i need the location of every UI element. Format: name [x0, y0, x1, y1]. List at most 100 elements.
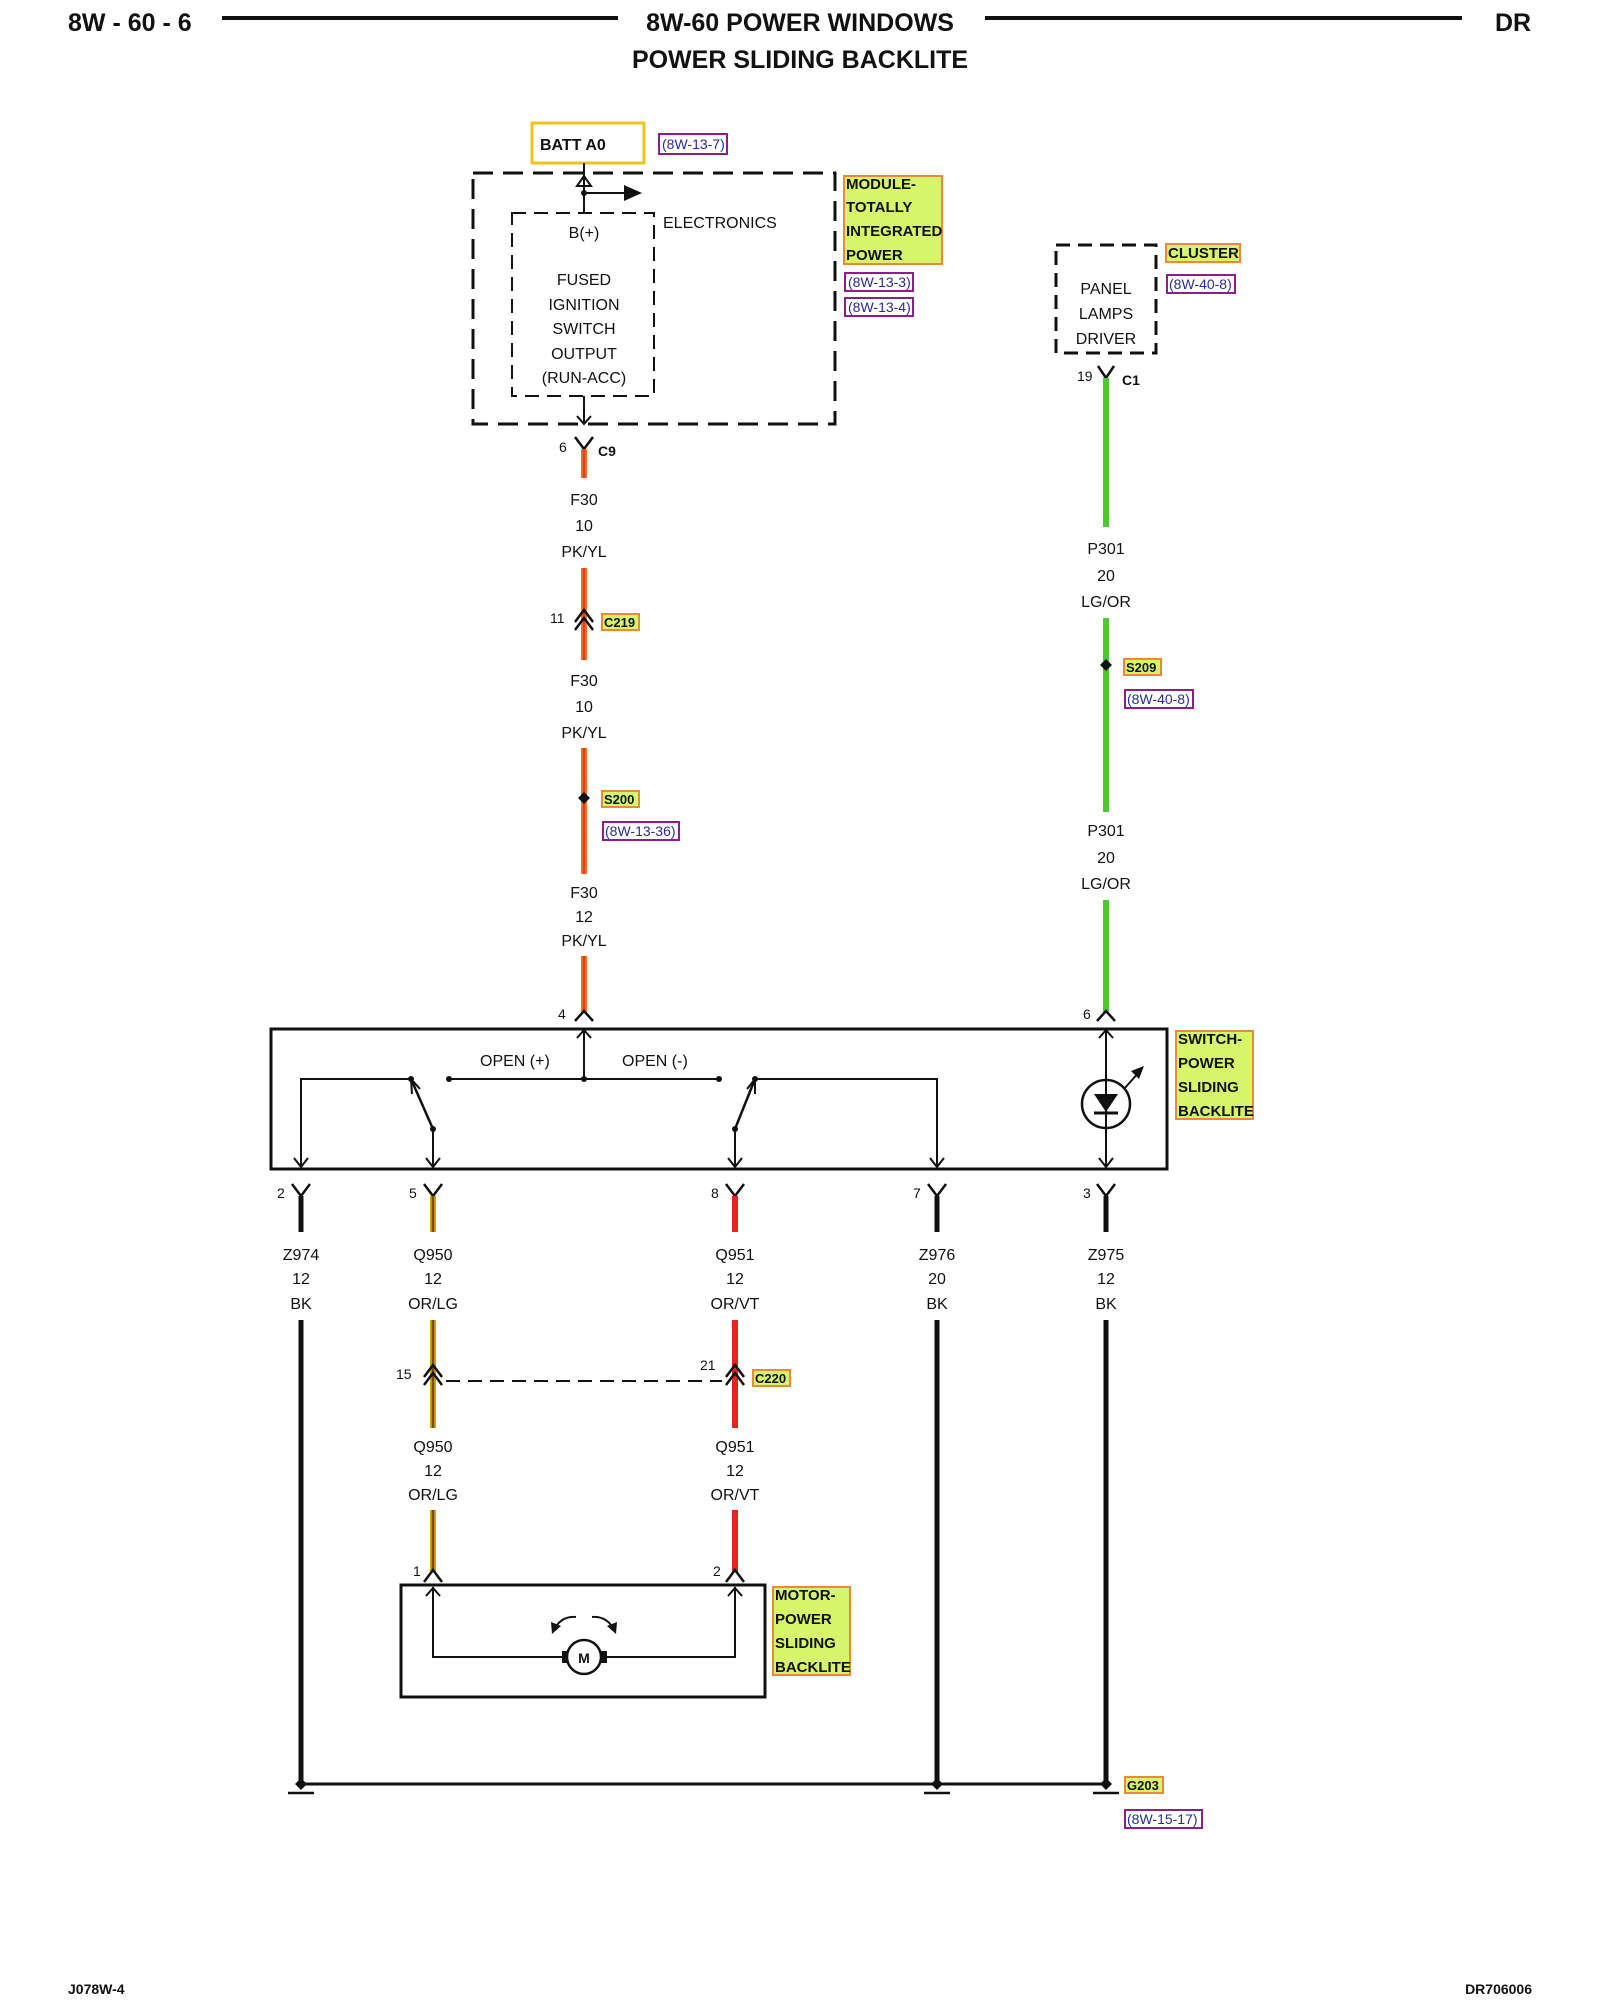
tipm-ref-2-box	[844, 297, 914, 317]
q950-gauge: 12	[424, 1271, 442, 1288]
bplus-label: B(+)	[569, 225, 600, 242]
f30-3-color: PK/YL	[561, 933, 606, 950]
s209-highlight	[1123, 658, 1162, 676]
c220-highlight	[752, 1369, 791, 1387]
tipm-inner-line-1: FUSED	[557, 272, 611, 289]
q950-motor-color: OR/LG	[408, 1487, 458, 1504]
f30-2-circuit: F30	[570, 673, 598, 690]
tipm-name-highlight	[843, 175, 943, 265]
c9-label: C9	[598, 443, 616, 459]
p301-2-circuit: P301	[1087, 823, 1124, 840]
s200-highlight	[601, 790, 640, 808]
q951-gauge: 12	[726, 1271, 744, 1288]
right-contact-arrow	[929, 1157, 945, 1169]
cluster-ref[interactable]: (8W-40-8)	[1169, 276, 1232, 292]
tipm-output-arrow	[576, 415, 592, 426]
c220-pin-left: 15	[396, 1366, 412, 1382]
c1-fork	[1096, 365, 1116, 381]
switch-pin-5: 5	[409, 1185, 417, 1201]
switch-pin-3-fork	[1096, 1183, 1116, 1199]
c220-fork-right-top	[725, 1362, 745, 1378]
tipm-outer-box	[471, 171, 837, 426]
ground-g203: G203 (8W-15-17)	[288, 1776, 1203, 1829]
c220-pin-right: 21	[700, 1357, 716, 1373]
switch-bus-dot-center	[581, 1076, 587, 1082]
q950-motor-gauge: 12	[424, 1463, 442, 1480]
p301-2-gauge: 20	[1097, 850, 1115, 867]
open-plus-label: OPEN (+)	[480, 1053, 550, 1070]
q950-circuit: Q950	[413, 1247, 452, 1264]
batt-a0-label: BATT A0	[540, 137, 606, 154]
z976-circuit: Z976	[919, 1247, 956, 1264]
f30-1-color: PK/YL	[561, 544, 606, 561]
f30-3-circuit: F30	[570, 885, 598, 902]
tipm-name-line-4: POWER	[846, 247, 903, 264]
footer-left-code: J078W-4	[68, 1981, 125, 1997]
s209-ref-box	[1124, 689, 1194, 709]
z976-color: BK	[926, 1296, 948, 1313]
motor-power-sliding-backlite: 1 2 M MOTOR- POWER SLIDING BACKLITE	[399, 1563, 851, 1699]
f30-1-gauge: 10	[575, 518, 593, 535]
switch-pin-7-fork	[927, 1183, 947, 1199]
motor-pin-1: 1	[413, 1563, 421, 1579]
cluster-inner-line-3: DRIVER	[1076, 331, 1136, 348]
motor-box	[399, 1583, 767, 1699]
cluster-name-highlight	[1165, 243, 1241, 263]
f30-3-gauge: 12	[575, 909, 593, 926]
s209-ref[interactable]: (8W-40-8)	[1127, 691, 1190, 707]
motor-icon	[565, 1638, 603, 1676]
switch-name-line-4: BACKLITE	[1178, 1103, 1254, 1120]
c9-connector: 6 C9	[559, 436, 616, 459]
g203-ref-box	[1124, 1809, 1203, 1829]
page-number: 8W - 60 - 6	[68, 9, 192, 37]
switch-pin-3: 3	[1083, 1185, 1091, 1201]
q950-color: OR/LG	[408, 1296, 458, 1313]
p301-1-gauge: 20	[1097, 568, 1115, 585]
z974-color: BK	[290, 1296, 312, 1313]
tipm-inner-line-4: OUTPUT	[551, 346, 617, 363]
motor-left-arrow	[425, 1586, 441, 1597]
s209-splice-dot	[1100, 659, 1112, 671]
motor-name-line-2: POWER	[775, 1611, 832, 1628]
led-feed-arrow	[1098, 1028, 1114, 1039]
switch-pin-8: 8	[711, 1185, 719, 1201]
motor-pin-1-fork	[423, 1567, 443, 1583]
motor-pin-2-fork	[725, 1567, 745, 1583]
g203-ref[interactable]: (8W-15-17)	[1127, 1811, 1198, 1827]
tipm-ref-1[interactable]: (8W-13-3)	[848, 274, 911, 290]
z974-circuit: Z974	[283, 1247, 320, 1264]
batt-node-dot	[581, 190, 587, 196]
cluster-name: CLUSTER	[1168, 245, 1239, 262]
batt-ref-link[interactable]: (8W-13-7)	[662, 136, 725, 152]
batt-a0: BATT A0 (8W-13-7)	[530, 121, 728, 165]
c220-label: C220	[755, 1371, 786, 1386]
tipm-inner-line-2: IGNITION	[548, 297, 619, 314]
c9-fork	[574, 436, 594, 452]
motor-name-highlight	[772, 1586, 851, 1676]
tipm-inner-line-5: (RUN-ACC)	[542, 370, 626, 387]
page-header: 8W - 60 - 6 8W-60 POWER WINDOWS DR POWER…	[68, 9, 1531, 74]
switch-pin-5-fork	[423, 1183, 443, 1199]
z974-gauge: 12	[292, 1271, 310, 1288]
motor-brush-left	[562, 1651, 568, 1663]
z976-gauge: 20	[928, 1271, 946, 1288]
switch-bus-dot-left	[446, 1076, 452, 1082]
motor-left-lead	[432, 1587, 563, 1658]
tipm-inner-line-3: SWITCH	[552, 321, 615, 338]
tipm-ref-2[interactable]: (8W-13-4)	[848, 299, 911, 315]
s200-ref[interactable]: (8W-13-36)	[605, 823, 676, 839]
electronics-arrow-head	[624, 185, 642, 201]
switch-pin-2-fork	[291, 1183, 311, 1199]
p301-1-color: LG/OR	[1081, 594, 1131, 611]
motor-right-arrow	[727, 1586, 743, 1597]
c1-label: C1	[1122, 372, 1140, 388]
s200-label: S200	[604, 792, 634, 807]
z975-gauge: 12	[1097, 1271, 1115, 1288]
switch-bus-dot-right	[716, 1076, 722, 1082]
switch-pin-6-fork	[1096, 1009, 1116, 1022]
cluster-box	[1054, 243, 1158, 355]
right-switch-blade	[733, 1078, 757, 1130]
ground-node-2	[931, 1778, 943, 1790]
open-minus-label: OPEN (-)	[622, 1053, 688, 1070]
